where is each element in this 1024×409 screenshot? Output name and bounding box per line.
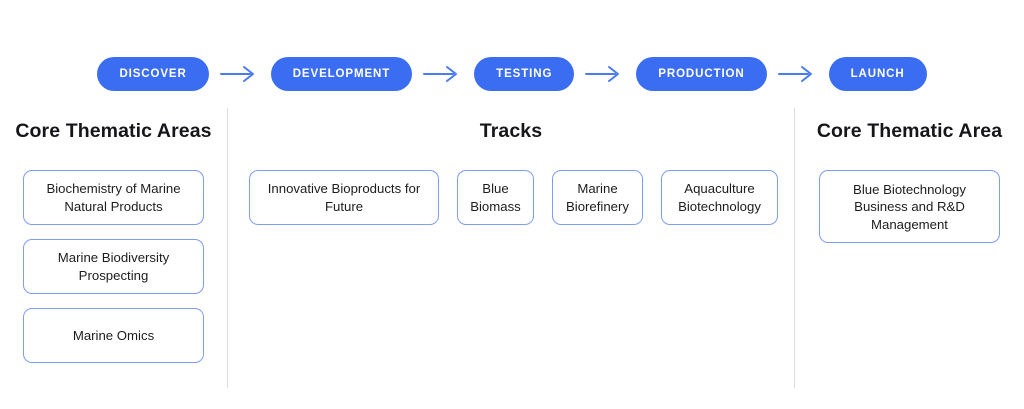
arrow-right-icon: [767, 57, 829, 91]
column-core-thematic-area: Core Thematic Area Blue Biotechnology Bu…: [794, 108, 1024, 388]
stage-pill-launch[interactable]: LAUNCH: [828, 57, 927, 91]
list-item[interactable]: Blue Biotechnology Business and R&D Mana…: [819, 170, 1000, 244]
stage-label: DISCOVER: [119, 68, 187, 80]
item-label: Innovative Bioproducts for Future: [267, 181, 421, 214]
stage-label: PRODUCTION: [658, 68, 745, 80]
list-item[interactable]: Biochemistry of Marine Natural Products: [23, 170, 204, 226]
list-item[interactable]: Innovative Bioproducts for Future: [249, 170, 439, 226]
stage-pipeline: DISCOVER DEVELOPMENT TESTING: [0, 57, 1024, 91]
item-label: Marine Omics: [72, 328, 155, 344]
list-item[interactable]: Aquaculture Biotechnology: [661, 170, 778, 226]
core-thematic-areas-list: Biochemistry of Marine Natural Products …: [23, 170, 204, 364]
arrow-right-icon: [412, 57, 474, 91]
item-label: Marine Biorefinery: [565, 181, 630, 214]
stage-label: LAUNCH: [850, 68, 905, 80]
arrow-right-icon: [209, 57, 271, 91]
stage-label: TESTING: [496, 68, 553, 80]
item-label: Marine Biodiversity Prospecting: [57, 250, 170, 283]
columns-area: Core Thematic Areas Biochemistry of Mari…: [0, 108, 1024, 388]
column-tracks: Tracks Innovative Bioproducts for Future…: [227, 108, 794, 388]
item-label: Blue Biomass: [470, 181, 521, 214]
column-title: Core Thematic Area: [816, 120, 1003, 142]
list-item[interactable]: Marine Omics: [23, 308, 204, 364]
item-label: Biochemistry of Marine Natural Products: [46, 181, 181, 214]
column-core-thematic-areas: Core Thematic Areas Biochemistry of Mari…: [0, 108, 227, 388]
column-title: Tracks: [479, 120, 543, 142]
list-item[interactable]: Blue Biomass: [457, 170, 534, 226]
stage-pill-production[interactable]: PRODUCTION: [636, 57, 767, 91]
stage-pill-discover[interactable]: DISCOVER: [97, 57, 209, 91]
arrow-right-icon: [574, 57, 636, 91]
item-label: Blue Biotechnology Business and R&D Mana…: [853, 181, 966, 232]
tracks-list: Innovative Bioproducts for Future Blue B…: [228, 170, 794, 226]
list-item[interactable]: Marine Biodiversity Prospecting: [23, 239, 204, 295]
stage-label: DEVELOPMENT: [292, 68, 391, 80]
stage-pill-development[interactable]: DEVELOPMENT: [270, 57, 413, 91]
item-label: Aquaculture Biotechnology: [678, 181, 761, 214]
list-item[interactable]: Marine Biorefinery: [552, 170, 643, 226]
stage-pill-testing[interactable]: TESTING: [474, 57, 575, 91]
core-thematic-area-list: Blue Biotechnology Business and R&D Mana…: [819, 170, 1000, 244]
column-title: Core Thematic Areas: [15, 120, 212, 142]
